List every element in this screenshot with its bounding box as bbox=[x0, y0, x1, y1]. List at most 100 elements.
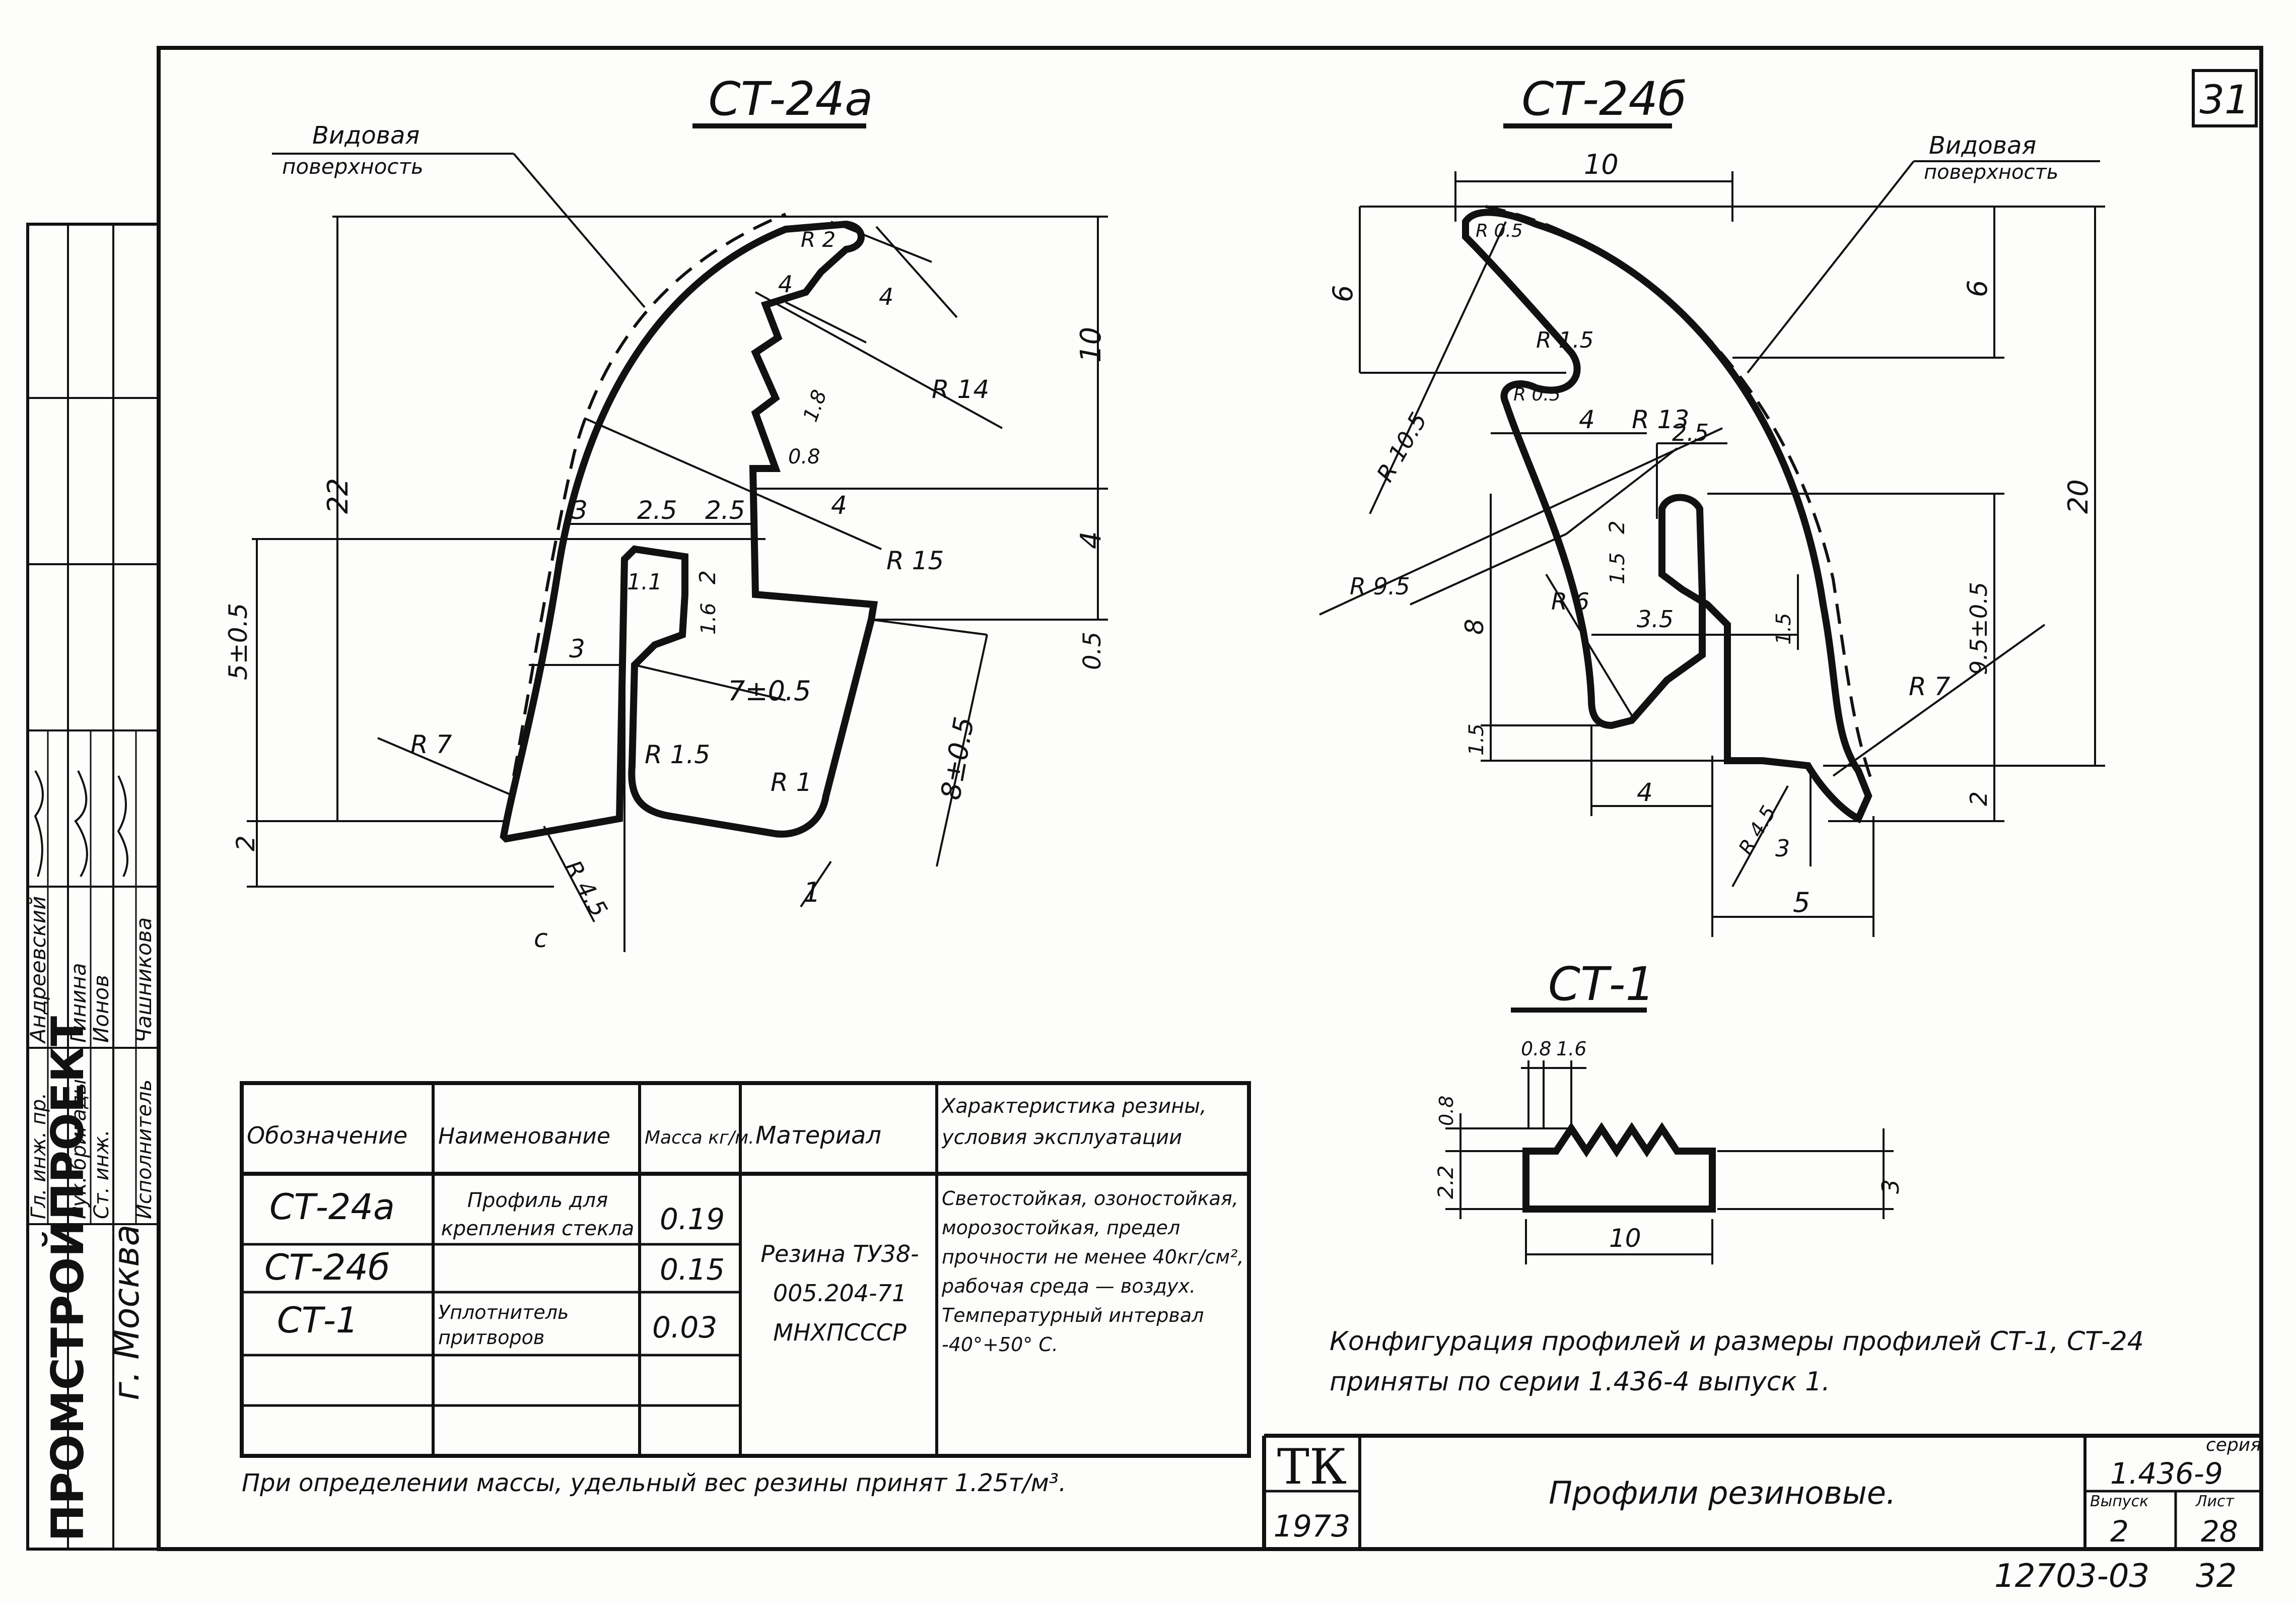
dim-label: 1.6 bbox=[1556, 1038, 1586, 1060]
dim-label: 5 bbox=[1793, 887, 1810, 918]
characteristics: Светостойкая, озоностойкая, морозостойка… bbox=[942, 1187, 1244, 1356]
dim-label: 0.8 bbox=[1435, 1096, 1457, 1126]
drawing-code: 12703-03 bbox=[1994, 1558, 2149, 1595]
seal-name: Уплотнитель притворов bbox=[438, 1301, 569, 1349]
dim-label: 0.5 bbox=[1078, 632, 1106, 670]
row-3-code: СТ-1 bbox=[277, 1300, 358, 1341]
row-1-code: СТ-24а bbox=[269, 1186, 395, 1228]
dim-label: R 9.5 bbox=[1350, 573, 1410, 600]
dim-label: R 0.5 bbox=[1476, 221, 1523, 241]
dim-label: 10 bbox=[1584, 149, 1619, 180]
role-2: Рук. бригады bbox=[67, 1079, 91, 1219]
dim-label: 2.5 bbox=[637, 496, 677, 525]
dim-label: 1.5 bbox=[1606, 552, 1629, 584]
signature-1 bbox=[34, 770, 44, 877]
dim-label: R 0.5 bbox=[1513, 384, 1561, 405]
name-2: Гинина bbox=[66, 963, 91, 1043]
dim-label: R 10.5 bbox=[1371, 408, 1432, 486]
dim-label: 1.1 bbox=[627, 569, 662, 595]
dim-label: R 1 bbox=[771, 768, 812, 797]
header-material: Материал bbox=[755, 1121, 881, 1150]
profile-ct1 bbox=[1522, 1122, 1716, 1213]
dim-label: R 14 bbox=[932, 375, 989, 404]
signature-2 bbox=[74, 770, 88, 878]
dim-label: 1.5 bbox=[1465, 723, 1488, 756]
dim-label: 7±0.5 bbox=[728, 675, 811, 707]
header-characteristics-box: Характеристика резины, условия эксплуата… bbox=[942, 1095, 1207, 1149]
logo-tk: ТК bbox=[1277, 1439, 1347, 1495]
name-1: Андреевский bbox=[26, 896, 50, 1044]
dim-label: R 15 bbox=[886, 546, 944, 575]
dim-label: 8±0.5 bbox=[935, 714, 981, 802]
profile-name: Профиль для крепления стекла bbox=[441, 1189, 635, 1240]
dim-label: 1 bbox=[803, 877, 820, 908]
profile-ct24a bbox=[500, 213, 878, 843]
issue-value: 2 bbox=[2110, 1514, 2129, 1549]
profile-ct24b bbox=[1462, 205, 1875, 824]
row-2-mass: 0.15 bbox=[660, 1252, 725, 1287]
dim-label: 6 bbox=[1327, 285, 1359, 302]
dim-label: R 1.5 bbox=[1536, 327, 1594, 353]
dim-label: 3 bbox=[1775, 835, 1790, 862]
role-1: Гл. инж. пр. bbox=[27, 1093, 50, 1219]
dim-label: R 2 bbox=[801, 227, 836, 252]
material: Резина ТУ38-005.204-71 МНХПСССР bbox=[760, 1240, 919, 1346]
org-name: ПРОМСТРОЙПРОЕКТ bbox=[42, 1016, 94, 1542]
mass-note: При определении массы, удельный вес рези… bbox=[242, 1469, 1066, 1497]
title-ct24b: СТ-24б bbox=[1521, 72, 1686, 126]
row-2-code: СТ-24б bbox=[264, 1247, 390, 1288]
visible-surface-label-right: Видовая bbox=[1929, 131, 2036, 160]
dim-label: 4 bbox=[778, 271, 793, 298]
dimensions-ct24a bbox=[247, 216, 1108, 952]
dim-label: 2 bbox=[1965, 791, 1992, 806]
dim-label: 3 bbox=[572, 496, 588, 525]
row-1-mass: 0.19 bbox=[660, 1202, 725, 1236]
sheet-number: 31 bbox=[2199, 78, 2249, 123]
dim-label: 10 bbox=[1075, 327, 1107, 363]
role-3: Ст. инж. bbox=[90, 1129, 113, 1219]
sheet-number-box bbox=[2192, 69, 2258, 127]
header-mass: Масса кг/м. bbox=[645, 1127, 754, 1148]
dim-label: c bbox=[534, 924, 548, 953]
dim-label: 2 bbox=[695, 570, 721, 584]
dim-label: 4 bbox=[879, 283, 893, 310]
sheet-label: Лист bbox=[2195, 1493, 2235, 1510]
dim-label: R 4.5 bbox=[1734, 802, 1781, 859]
dim-label: 10 bbox=[1609, 1224, 1641, 1253]
dimensions-ct1 bbox=[1445, 1060, 1894, 1264]
dim-label: R 6 bbox=[1551, 588, 1589, 615]
dimension-labels-ct24b: 10 6 6 20 R 0.5 R 1.5 R 10.5 R 0.5 4 R 1… bbox=[1327, 149, 2094, 918]
config-note-1: Конфигурация профилей и размеры профилей… bbox=[1330, 1326, 2144, 1357]
dim-label: 2.5 bbox=[705, 496, 745, 525]
dim-label: 0.8 bbox=[1521, 1038, 1551, 1060]
signature-3 bbox=[117, 775, 128, 877]
dimensions-ct24b bbox=[1319, 171, 2105, 937]
visible-surface-label-right-2: поверхность bbox=[1924, 161, 2058, 184]
series-value: 1.436-9 bbox=[2110, 1456, 2223, 1491]
title-year: 1973 bbox=[1274, 1509, 1351, 1544]
spec-table-grid bbox=[240, 1081, 1251, 1458]
org-city: г. Москва bbox=[106, 1225, 147, 1400]
dim-label: 4 bbox=[1075, 531, 1107, 549]
side-stamp-block bbox=[26, 223, 160, 1551]
dim-label: 20 bbox=[2062, 479, 2094, 514]
drawing-title: Профили резиновые. bbox=[1549, 1475, 1896, 1511]
title-ct24a: СТ-24а bbox=[708, 72, 873, 126]
dim-label: 2 bbox=[1605, 520, 1629, 534]
dim-label: 22 bbox=[322, 478, 355, 514]
role-4: Исполнитель bbox=[133, 1080, 156, 1219]
title-block bbox=[1262, 1434, 2261, 1549]
dim-label: 1.5 bbox=[1772, 613, 1795, 645]
header-characteristics: Характеристика резины, условия эксплуата… bbox=[942, 1095, 1207, 1149]
spec-table-text: Обозначение Наименование Масса кг/м. Мат… bbox=[247, 1095, 1244, 1356]
page-number: 32 bbox=[2196, 1558, 2237, 1595]
issue-label: Выпуск bbox=[2090, 1493, 2148, 1510]
name-4: Чашникова bbox=[131, 917, 156, 1043]
dim-label: 3 bbox=[1877, 1179, 1904, 1194]
profile-name-box: Профиль для крепления стекла bbox=[441, 1189, 635, 1240]
row-3-mass: 0.03 bbox=[652, 1310, 717, 1345]
header-designation: Обозначение bbox=[247, 1122, 407, 1149]
header-name: Наименование bbox=[438, 1123, 610, 1149]
